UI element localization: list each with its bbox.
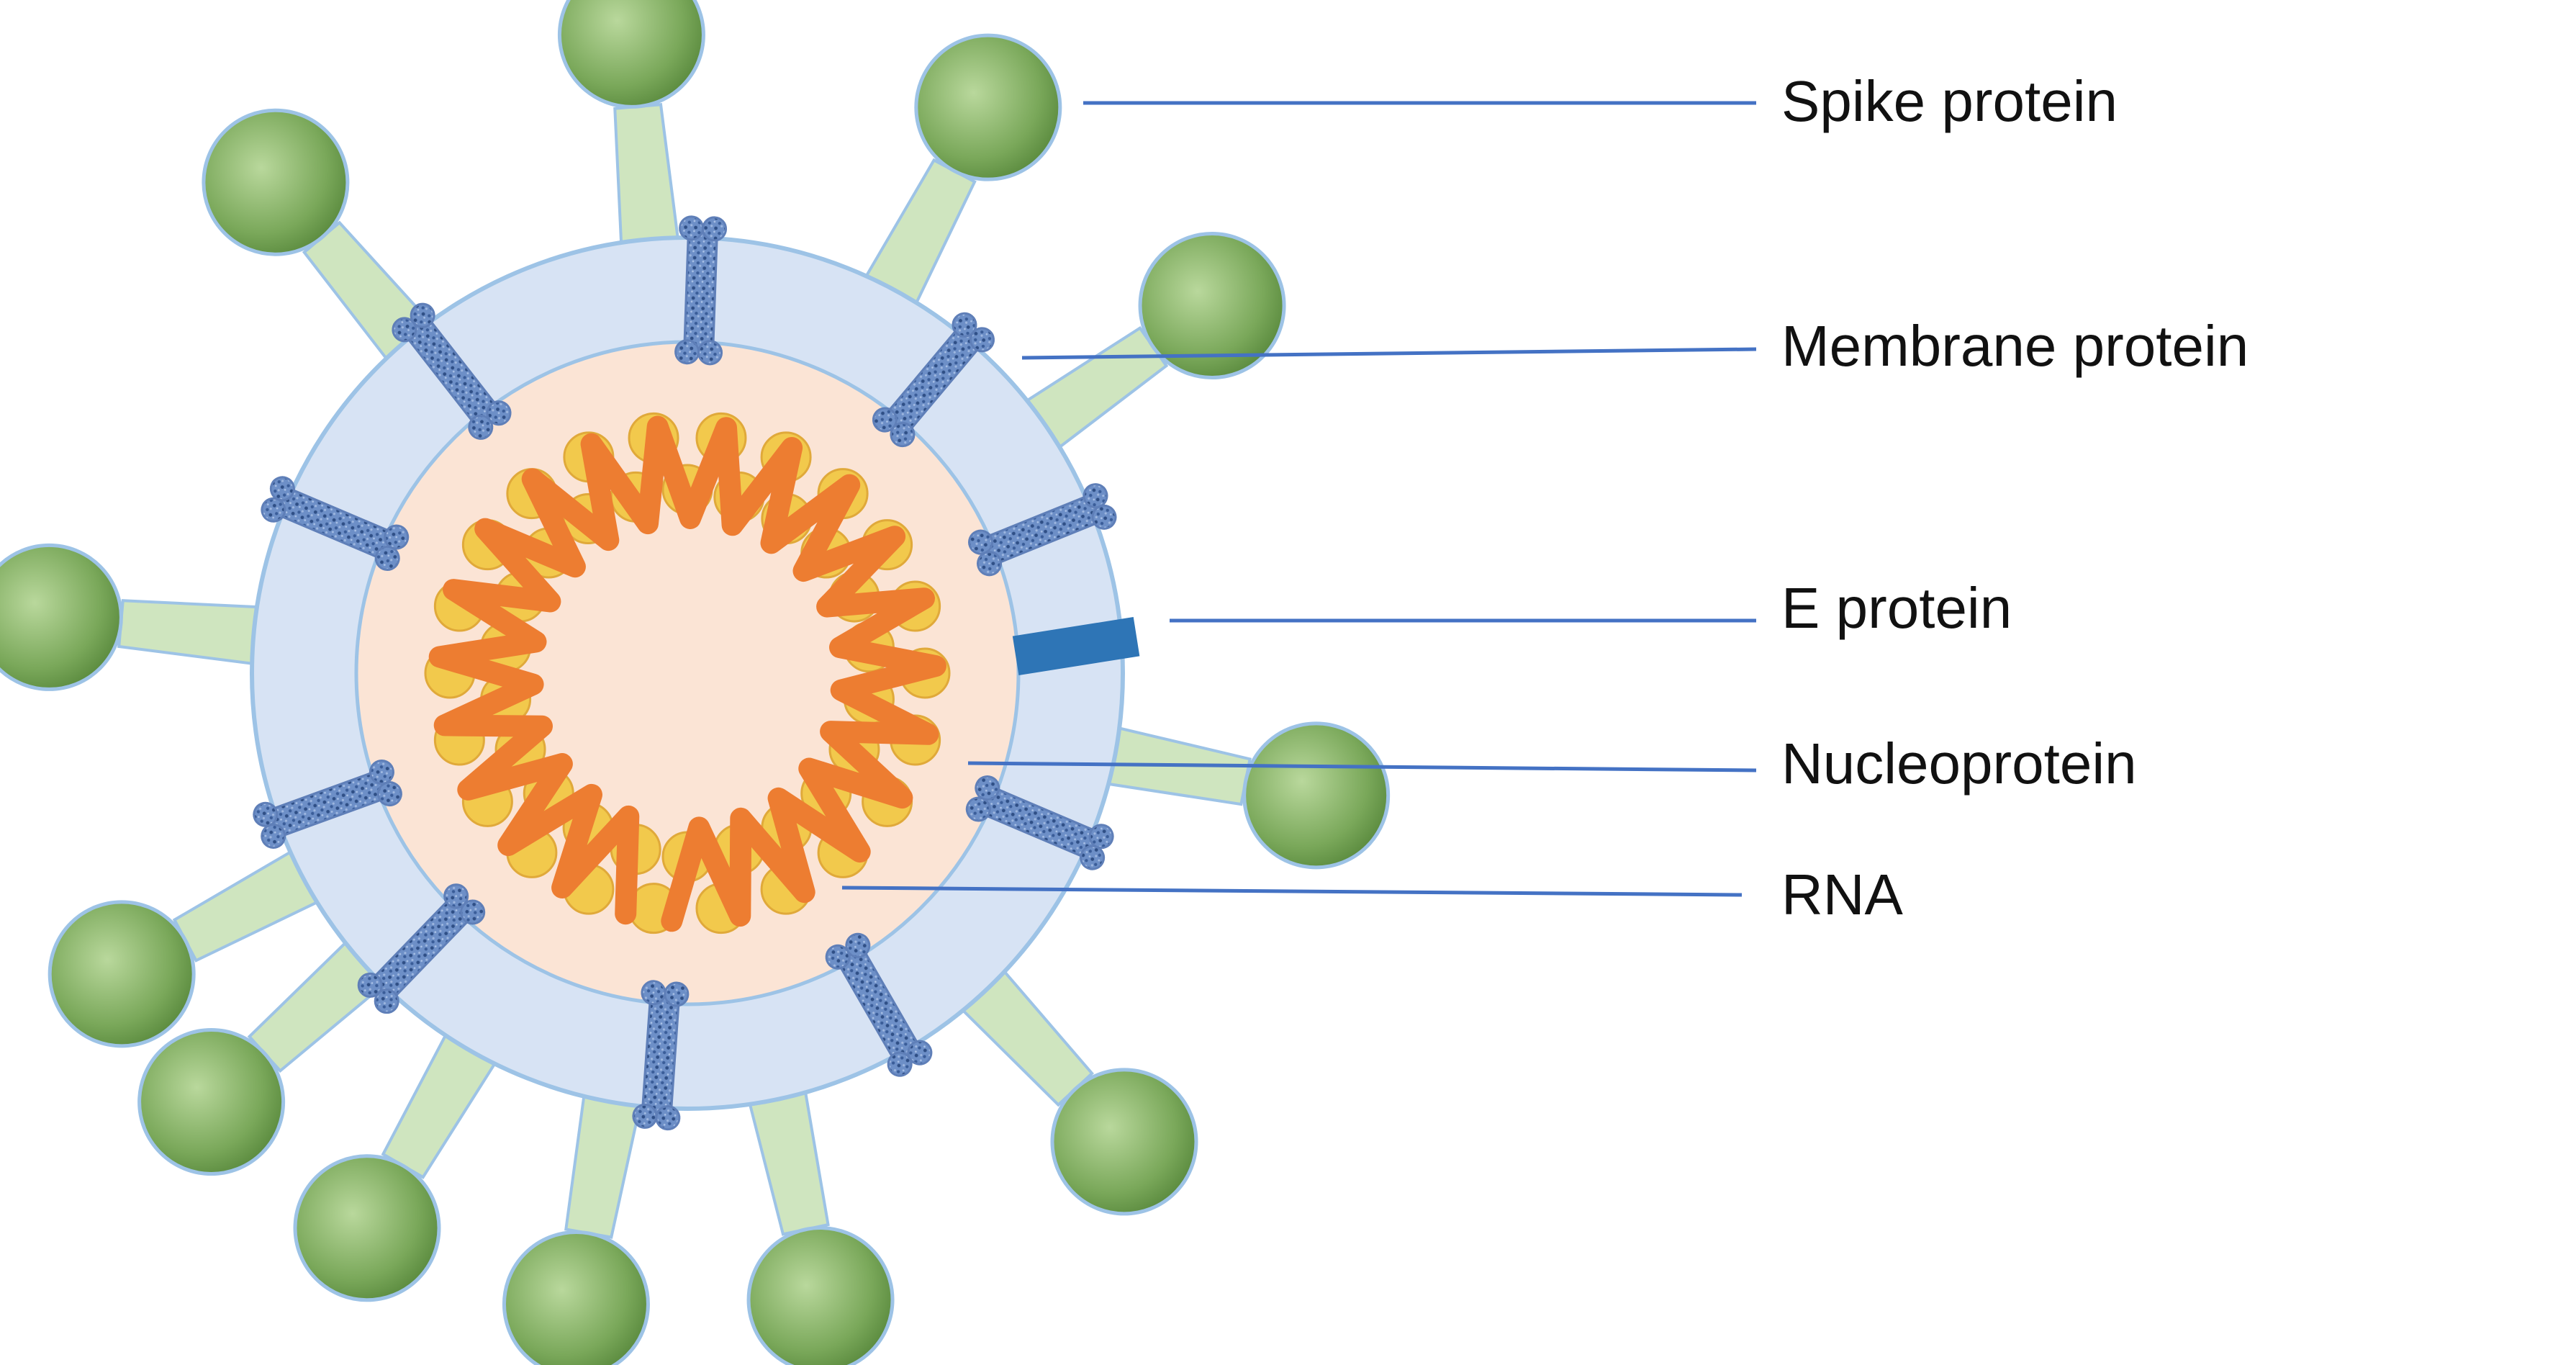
membrane-protein	[253, 760, 402, 849]
leader-lines	[841, 101, 1757, 897]
membrane-protein	[825, 932, 933, 1077]
membrane-protein	[357, 883, 486, 1014]
membrane-protein	[674, 215, 728, 366]
rna-leader-line	[841, 886, 1743, 897]
membrane-protein-label: Membrane protein	[1781, 314, 2249, 378]
nucleoprotein-leader-line	[967, 761, 1757, 772]
membrane-protein	[965, 775, 1114, 870]
rna-label: RNA	[1781, 862, 1904, 927]
membrane-protein	[968, 483, 1117, 577]
membrane-protein	[261, 476, 410, 571]
rna-strand	[428, 415, 946, 932]
membrane-protein	[392, 302, 512, 440]
e-protein-marker	[1012, 617, 1140, 675]
e-protein-label: E protein	[1781, 576, 2012, 640]
membrane-protein-group	[253, 215, 1117, 1131]
membrane-protein	[872, 312, 995, 448]
nucleoprotein-label: Nucleoprotein	[1781, 731, 2137, 796]
membrane-protein	[632, 980, 690, 1131]
spike-protein-label: Spike protein	[1781, 69, 2118, 133]
membrane-leader-line	[1021, 347, 1757, 360]
